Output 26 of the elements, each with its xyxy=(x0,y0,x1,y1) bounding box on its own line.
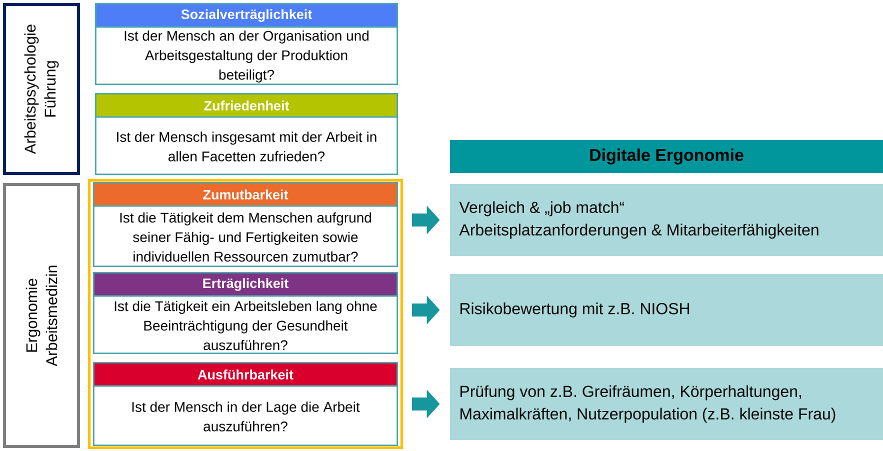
question-card xyxy=(93,362,398,446)
result-box xyxy=(450,368,883,440)
box-text: Vergleich & „job match“ xyxy=(459,201,624,216)
question-text: Ist die Tätigkeit dem Menschen aufgrund seiner Fähig- und Fertigkeiten sowie individuellen Ressourcen zumutbar? xyxy=(120,212,372,262)
card-header: Sozialverträglichkeit xyxy=(95,3,398,28)
box-text: Arbeitsplatzanforderungen & Mitarbeiterfähigkeiten xyxy=(459,224,818,239)
question-card xyxy=(95,93,398,175)
section-header: Digitale Ergonomie xyxy=(450,140,883,173)
question-text: Ist die Tätigkeit ein Arbeitsleben lang ohne Beeinträchtigung der Gesundheit auszuführen? xyxy=(114,300,377,350)
question-card xyxy=(93,182,398,267)
card-header: Erträglichkeit xyxy=(93,272,398,297)
card-header: Zumutbarkeit xyxy=(93,182,398,207)
box-text: Prüfung von z.B. Greifräumen, Körperhaltungen, Maximalkräften, Nutzerpopulation (z.B. kleinste Frau) xyxy=(460,385,836,423)
question-text: Ist der Mensch in der Lage die Arbeit auszuführen? xyxy=(132,402,360,432)
group-frame xyxy=(88,179,403,449)
result-box xyxy=(450,274,883,346)
question-text: Ist der Mensch insgesamt mit der Arbeit in allen Facetten zufrieden? xyxy=(117,132,376,162)
question-text: Ist der Mensch an der Organisation und Arbeitsgestaltung der Produktion beteiligt? xyxy=(124,30,369,83)
question-card xyxy=(93,272,398,354)
question-card xyxy=(95,3,398,85)
category-box: Arbeitspsychologie Führung xyxy=(3,3,80,175)
card-header: Ausführbarkeit xyxy=(93,362,398,387)
card-header: Zufriedenheit xyxy=(95,93,398,118)
category-box: Ergonomie Arbeitsmedizin xyxy=(3,183,80,448)
box-text: Risikobewertung mit z.B. NIOSH xyxy=(460,302,690,318)
result-box xyxy=(450,184,883,256)
